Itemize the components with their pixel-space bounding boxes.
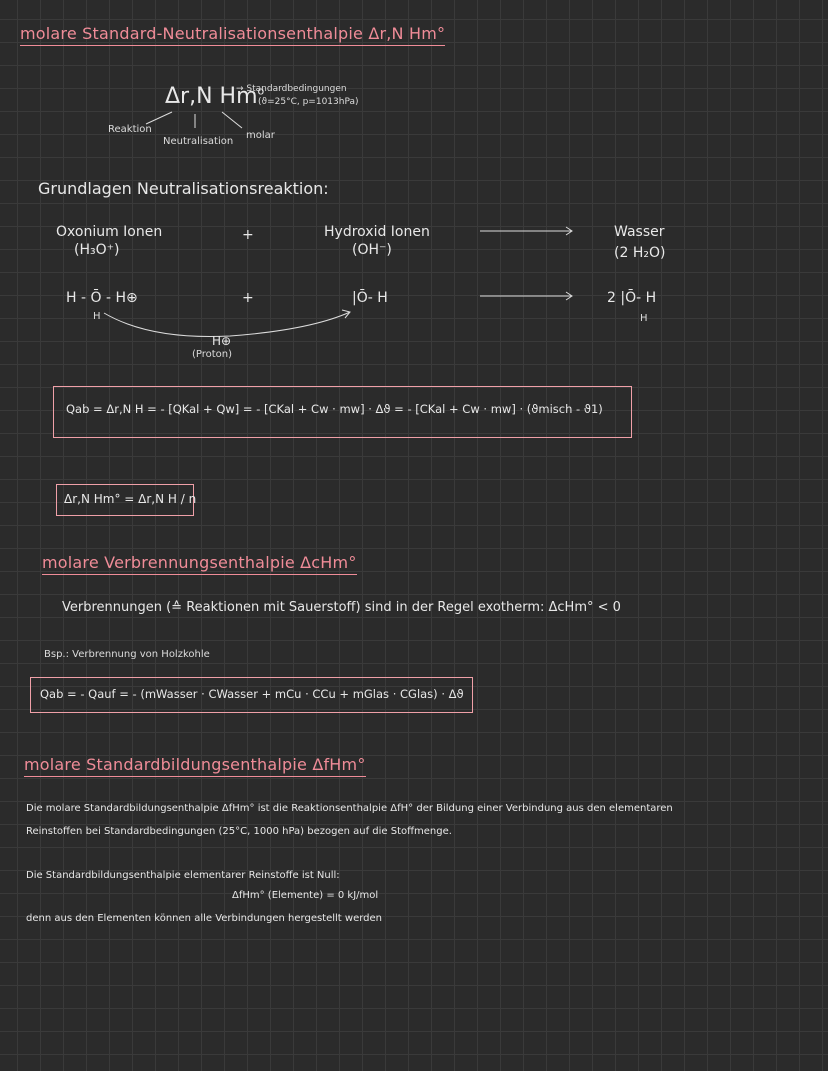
label-neutralisation: Neutralisation — [163, 136, 234, 147]
oxonium-label: Oxonium Ionen — [56, 224, 163, 240]
bildung-paragraph-line2: Reinstoffen bei Standardbedingungen (25°… — [26, 826, 452, 837]
hydroxid-structure: |Ō- H — [352, 290, 388, 306]
label-reaktion: Reaktion — [108, 124, 152, 135]
wasser-formula: (2 H₂O) — [614, 245, 666, 261]
formula-verbrennung: Qab = - Qauf = - (mWasser · CWasser + mC… — [40, 687, 464, 701]
bildung-null-text: Die Standardbildungsenthalpie elementare… — [26, 870, 340, 881]
neutralisation-symbol: Δr,N Hmo — [165, 84, 265, 109]
formula-qab: Qab = Δr,N H = - [QKal + Qw] = - [CKal +… — [66, 402, 603, 416]
formula-box-verbrennung — [30, 677, 473, 713]
plus-sign-2: + — [242, 290, 254, 306]
formula-box-qab — [53, 386, 632, 438]
wasser-structure-h: H — [640, 313, 648, 324]
oxonium-formula: (H₃O⁺) — [74, 242, 120, 258]
bildung-conclusion: denn aus den Elementen können alle Verbi… — [26, 913, 383, 924]
section-heading-verbrennung: molare Verbrennungsenthalpie ΔcHm° — [42, 553, 357, 575]
proton-symbol: H⊕ — [212, 334, 232, 348]
bildung-null-formula: ΔfHm° (Elemente) = 0 kJ/mol — [232, 890, 379, 901]
hydroxid-label: Hydroxid Ionen — [324, 224, 430, 240]
verbrennung-text: Verbrennungen (≙ Reaktionen mit Sauersto… — [62, 600, 621, 615]
proton-label: (Proton) — [192, 349, 233, 360]
bildung-paragraph-line1: Die molare Standardbildungsenthalpie ΔfH… — [26, 803, 673, 814]
hydroxid-formula: (OH⁻) — [352, 242, 392, 258]
verbrennung-example: Bsp.: Verbrennung von Holzkohle — [44, 649, 210, 660]
label-molar: molar — [246, 130, 275, 141]
formula-molar: Δr,N Hm° = Δr,N H / n — [64, 492, 197, 506]
wasser-structure: 2 |Ō- H — [607, 290, 657, 306]
standard-conditions-label: → Standardbedingungen — [236, 84, 347, 94]
standard-conditions-values: (ϑ=25°C, p=1013hPa) — [258, 97, 359, 107]
section-heading-bildung: molare Standardbildungsenthalpie ΔfHm° — [24, 755, 366, 777]
plus-sign-1: + — [242, 227, 254, 243]
formula-box-molar — [56, 484, 194, 516]
oxonium-structure-h: H — [93, 311, 101, 322]
section-heading-neutralisation: molare Standard-Neutralisationsenthalpie… — [20, 24, 446, 46]
oxonium-structure: H - Ō - H⊕ — [66, 290, 138, 306]
wasser-label: Wasser — [614, 224, 665, 240]
grundlagen-title: Grundlagen Neutralisationsreaktion: — [38, 179, 329, 198]
